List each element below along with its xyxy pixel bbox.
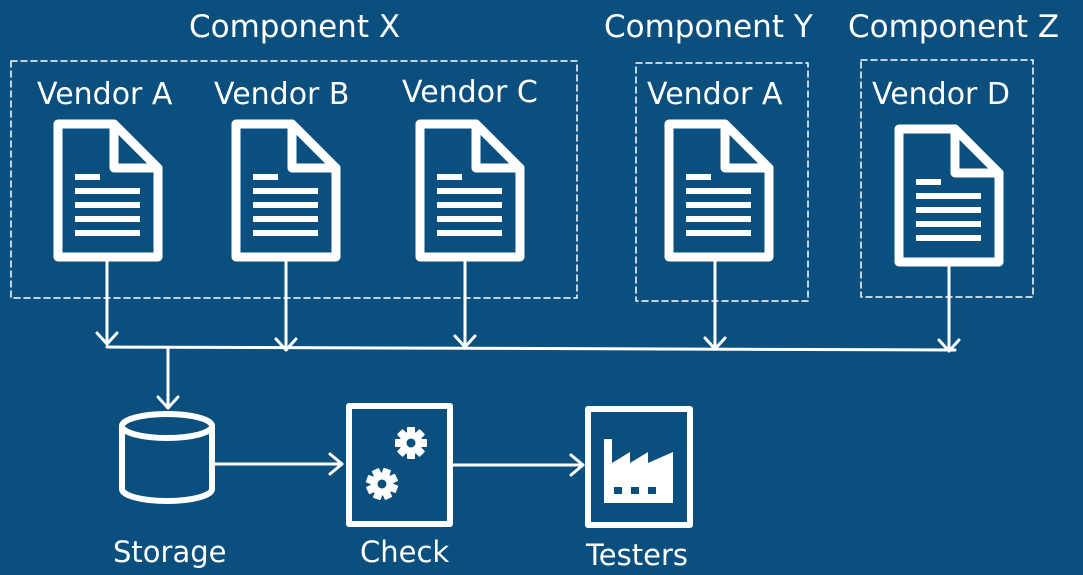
document-arrows — [95, 260, 961, 353]
bus-to-storage-arrow — [156, 347, 180, 410]
vendor-label: Vendor C — [402, 75, 538, 110]
component-y-title: Component Y — [604, 9, 813, 45]
vendor-label: Vendor B — [214, 77, 350, 112]
database-icon — [119, 411, 215, 504]
document-icon — [894, 124, 1004, 267]
component-z-title: Component Z — [848, 9, 1060, 45]
document-icon — [53, 119, 163, 262]
factory-icon — [585, 406, 693, 528]
group-box-component-x — [10, 60, 578, 299]
document-icon — [231, 119, 341, 262]
gears-icon — [346, 403, 453, 527]
vendor-label: Vendor A — [37, 77, 173, 112]
storage-label: Storage — [113, 535, 227, 569]
vendor-label: Vendor D — [872, 77, 1011, 112]
check-to-testers-arrow — [449, 453, 585, 477]
document-icon — [664, 119, 774, 262]
collection-bus-line — [105, 345, 957, 352]
document-icon — [415, 119, 525, 262]
group-box-component-y — [635, 62, 809, 302]
testers-label: Testers — [586, 538, 688, 572]
group-box-component-z — [860, 59, 1034, 298]
check-label: Check — [360, 535, 450, 569]
component-x-title: Component X — [189, 9, 401, 45]
storage-to-check-arrow — [211, 452, 344, 476]
vendor-label: Vendor A — [647, 77, 783, 112]
